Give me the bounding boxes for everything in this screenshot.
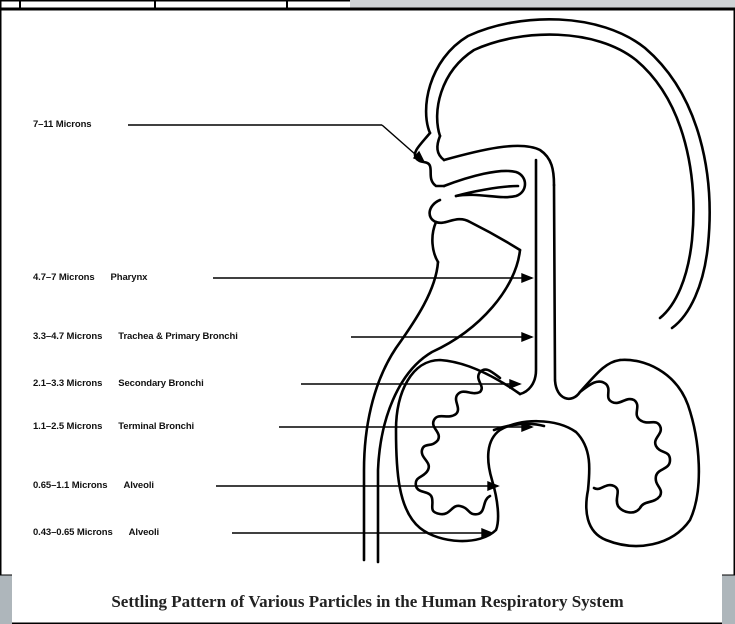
label-microns: 1.1–2.5 Microns xyxy=(33,421,102,432)
label-trachea: 3.3–4.7 Microns Trachea & Primary Bronchi xyxy=(33,331,238,342)
label-microns: 0.65–1.1 Microns xyxy=(33,480,107,491)
label-region: Trachea & Primary Bronchi xyxy=(118,331,237,342)
label-microns: 4.7–7 Microns xyxy=(33,272,95,283)
left-lung-bronchioles xyxy=(416,370,500,515)
pharynx-wall-right xyxy=(554,185,620,399)
label-microns: 2.1–3.3 Microns xyxy=(33,378,102,389)
mouth xyxy=(430,200,520,250)
label-alveoli-2: 0.43–0.65 Microns Alveoli xyxy=(33,527,159,538)
throat-outer xyxy=(364,262,438,560)
left-lung-outline xyxy=(396,360,699,546)
label-microns: 0.43–0.65 Microns xyxy=(33,527,113,538)
label-microns: 3.3–4.7 Microns xyxy=(33,331,102,342)
label-terminal-bronchi: 1.1–2.5 Microns Terminal Bronchi xyxy=(33,421,194,432)
label-region: Pharynx xyxy=(111,272,148,283)
label-region: Terminal Bronchi xyxy=(118,421,194,432)
label-region: Alveoli xyxy=(129,527,159,538)
right-lung-bronchioles xyxy=(580,382,670,513)
head-outline-outer xyxy=(426,19,710,328)
label-secondary-bronchi: 2.1–3.3 Microns Secondary Bronchi xyxy=(33,378,204,389)
diagram-caption: Settling Pattern of Various Particles in… xyxy=(0,592,735,612)
label-pharynx: 4.7–7 Microns Pharynx xyxy=(33,272,147,283)
label-region: Secondary Bronchi xyxy=(118,378,203,389)
label-alveoli-1: 0.65–1.1 Microns Alveoli xyxy=(33,480,154,491)
label-region: Alveoli xyxy=(123,480,153,491)
top-gray-strip xyxy=(350,0,735,8)
label-microns: 7–11 Microns xyxy=(33,119,91,130)
label-nose: 7–11 Microns xyxy=(33,119,91,130)
